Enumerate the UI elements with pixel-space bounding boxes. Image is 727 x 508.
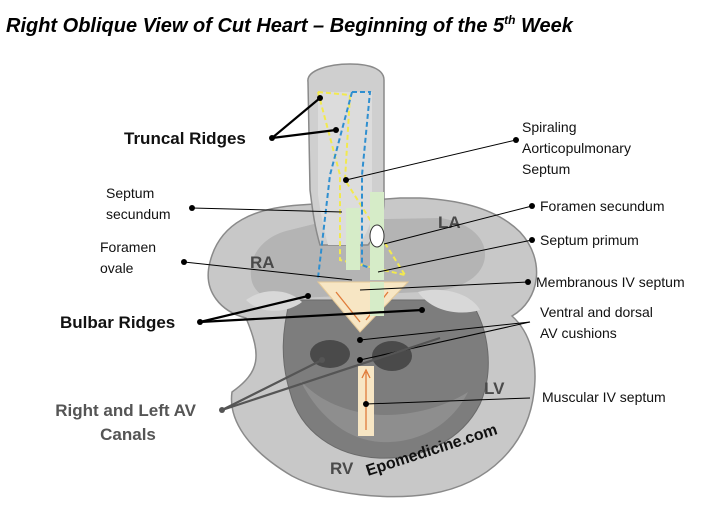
lead-membranous xyxy=(359,281,529,291)
label-bulbar-ridges: Bulbar Ridges xyxy=(60,313,175,332)
muscular-septum-arrowhead xyxy=(361,368,371,379)
label-av-cushions-l2: AV cushions xyxy=(540,325,617,341)
septum-secundum-bar xyxy=(346,208,360,270)
label-spiraling-l3: Septum xyxy=(522,161,570,177)
dot-canals-origin xyxy=(219,407,225,413)
label-membranous-iv-septum: Membranous IV septum xyxy=(536,274,685,290)
lead-septum-secundum xyxy=(191,207,343,213)
lead-canals-2 xyxy=(221,336,441,412)
dot-cushions-1 xyxy=(357,337,363,343)
dot-spiraling-end xyxy=(513,137,519,143)
dot-foramen-secundum xyxy=(529,203,535,209)
label-foramen-ovale: Foramen ovale xyxy=(100,239,160,276)
dot-muscular xyxy=(363,401,369,407)
dot-septum-secundum xyxy=(189,205,195,211)
dot-bulbar-2 xyxy=(419,307,425,313)
lead-bulbar-1 xyxy=(199,294,309,324)
title-superscript: th xyxy=(504,13,515,27)
dot-truncal-origin xyxy=(269,135,275,141)
right-atrial-appendage xyxy=(246,291,302,311)
label-av-canals-l1: Right and Left AV xyxy=(55,401,196,420)
label-septum-primum: Septum primum xyxy=(540,232,639,248)
label-av-canals-l2: Canals xyxy=(100,425,156,444)
ventricle-floor xyxy=(300,380,468,443)
label-foramen-ovale-l2: ovale xyxy=(100,260,134,276)
label-muscular-iv-septum: Muscular IV septum xyxy=(542,389,666,405)
chamber-label-lv: LV xyxy=(484,379,505,398)
chamber-label-la: LA xyxy=(438,213,461,232)
chamber-label-rv: RV xyxy=(330,459,354,478)
label-av-cushions: Ventral and dorsal AV cushions xyxy=(540,304,657,341)
dot-truncal-1 xyxy=(317,95,323,101)
dot-truncal-2 xyxy=(333,127,339,133)
chamber-label-ra: RA xyxy=(250,253,275,272)
dot-bulbar-1 xyxy=(305,293,311,299)
atrial-cavity xyxy=(250,218,486,301)
label-spiraling-l1: Spiraling xyxy=(522,119,576,135)
left-av-canal xyxy=(372,341,412,371)
bulbar-arrow-left xyxy=(335,291,361,323)
diagram-title: Right Oblique View of Cut Heart – Beginn… xyxy=(6,13,574,37)
label-septum-secundum-l2: secundum xyxy=(106,206,171,222)
dot-bulbar-origin xyxy=(197,319,203,325)
left-atrial-appendage xyxy=(418,289,480,313)
label-av-canals: Right and Left AV Canals xyxy=(55,401,200,444)
label-septum-secundum: Septum secundum xyxy=(106,185,171,222)
lead-canals-1 xyxy=(221,359,323,411)
title-main: Right Oblique View of Cut Heart – Beginn… xyxy=(6,15,505,37)
lead-muscular xyxy=(365,397,531,405)
lead-spiraling xyxy=(345,139,517,181)
label-foramen-ovale-l1: Foramen xyxy=(100,239,156,255)
dot-cushions-2 xyxy=(357,357,363,363)
dot-canals-1 xyxy=(319,357,325,363)
dot-septum-primum xyxy=(529,237,535,243)
dot-membranous xyxy=(525,279,531,285)
label-spiraling: Spiraling Aorticopulmonary Septum xyxy=(522,119,635,177)
lead-cushions-2 xyxy=(359,321,531,361)
dot-foramen-ovale xyxy=(181,259,187,265)
foramen-secundum-oval xyxy=(369,224,385,248)
lead-truncal-1 xyxy=(271,97,321,139)
label-septum-secundum-l1: Septum xyxy=(106,185,154,201)
label-truncal-ridges: Truncal Ridges xyxy=(124,129,246,148)
dot-spiraling xyxy=(343,177,349,183)
membranous-septum-bar xyxy=(370,282,384,316)
lead-cushions-1 xyxy=(359,321,531,341)
lead-foramen-ovale xyxy=(183,261,353,281)
truncal-ridge-yellow xyxy=(317,91,406,276)
lead-truncal-2 xyxy=(271,128,337,140)
lead-bulbar-2 xyxy=(199,308,423,324)
truncal-ridge-blue xyxy=(352,91,376,271)
lead-septum-primum xyxy=(377,239,533,273)
label-foramen-secundum: Foramen secundum xyxy=(540,198,665,214)
lead-foramen-secundum xyxy=(383,205,533,245)
truncal-ridge-blue-2 xyxy=(317,91,353,279)
title-suffix: Week xyxy=(515,15,573,37)
label-av-cushions-l1: Ventral and dorsal xyxy=(540,304,653,320)
label-spiraling-l2: Aorticopulmonary xyxy=(522,140,631,156)
